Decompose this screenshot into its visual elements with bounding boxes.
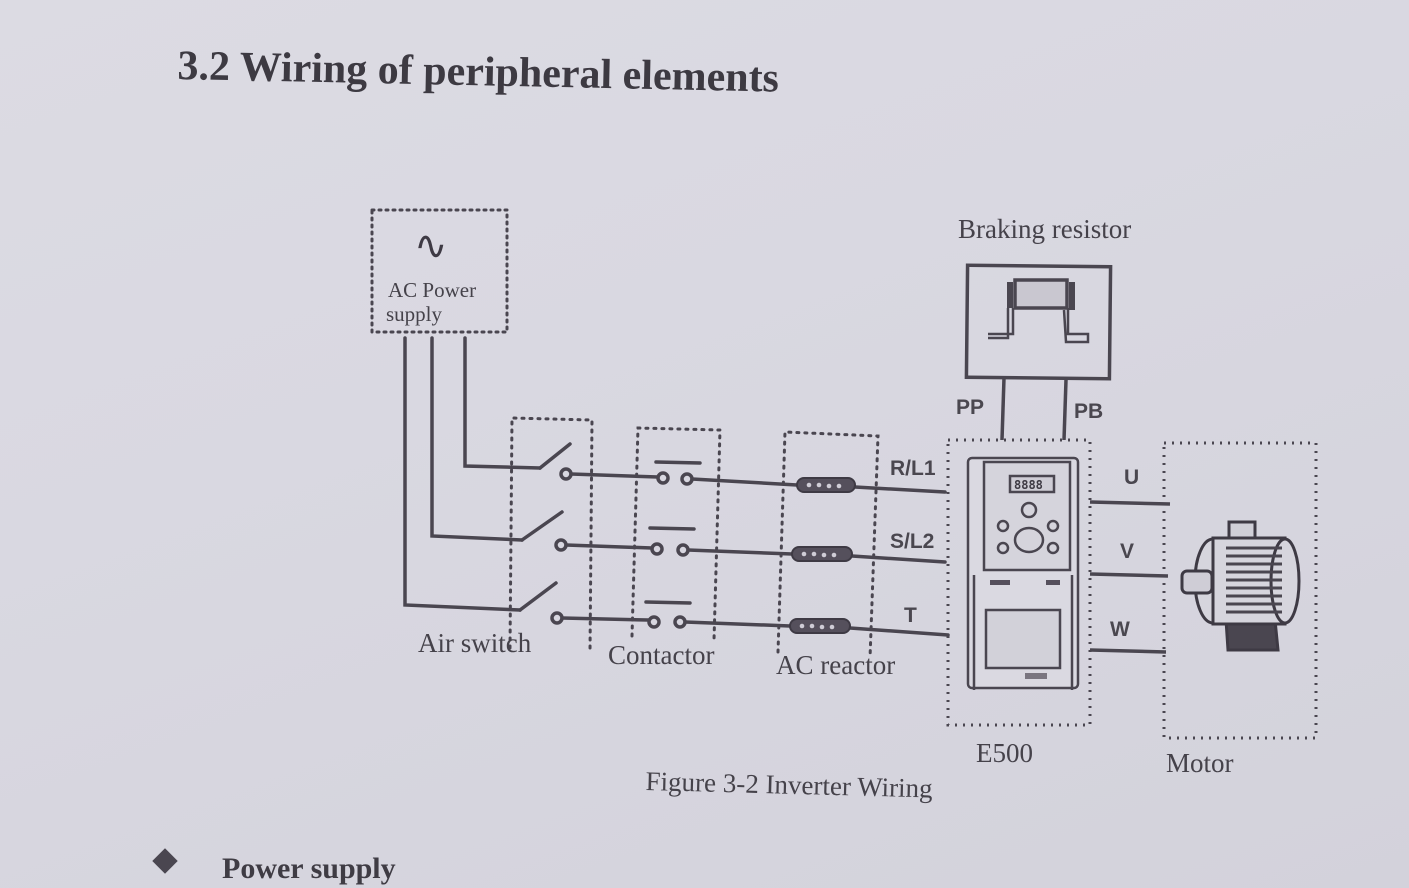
output-wire-u [1089,500,1171,506]
inverter-display: 8888 [1014,478,1043,492]
output-wire-w [1089,648,1167,654]
braking-wire-pp [1000,377,1006,441]
air-switch-blade-3 [518,581,558,612]
supply-wire-2 [430,336,524,542]
braking-resistor-label: Braking resistor [958,214,1132,244]
terminal-v: V [1120,540,1135,563]
ac-power-label-line1: AC Power [388,278,477,302]
inverter-box [946,438,1092,727]
terminal-r-l1: R/L1 [890,457,936,480]
air-switch-blade-2 [520,510,564,542]
inverter-model-label: E500 [976,738,1033,768]
contactor-bar-2 [648,526,696,531]
contactor-box [630,426,722,642]
terminal-u: U [1124,466,1140,489]
terminal-pp: PP [956,396,985,419]
motor-icon [1180,520,1301,652]
supply-wire-1 [463,336,542,470]
air-switch-box [508,416,594,654]
contactor-bar-3 [644,600,692,605]
terminal-pb: PB [1074,400,1104,423]
bullet-power-supply: Power supply [222,852,396,885]
ac-power-label-line2: supply [386,302,443,326]
reactor-coil-1 [796,477,856,493]
supply-wire-3 [403,336,522,612]
terminal-s-l2: S/L2 [890,530,935,553]
ac-sine-icon: ∿ [414,223,448,268]
contactor-label: Contactor [608,640,715,670]
diamond-bullet-icon [152,848,178,874]
braking-wire-pb [1062,379,1068,441]
contactor-bar-1 [654,460,702,465]
air-switch-label: Air switch [418,628,532,658]
ac-power-box [370,208,509,334]
ac-reactor-box [776,430,880,660]
terminal-w: W [1110,618,1130,641]
air-switch-blade-1 [538,442,572,470]
output-wire-v [1089,572,1169,578]
ac-reactor-label: AC reactor [776,650,896,680]
terminal-t: T [904,604,917,627]
motor-label: Motor [1166,748,1234,778]
braking-resistor-box [964,263,1113,381]
inverter-device [966,456,1080,690]
